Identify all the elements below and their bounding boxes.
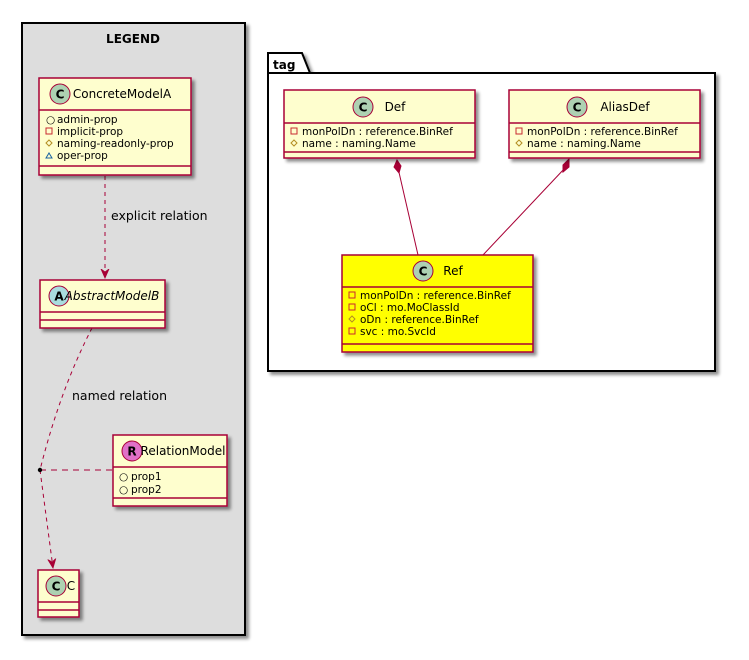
private-icon — [348, 291, 356, 299]
class-c-icon-letter: C — [52, 580, 61, 594]
attr-text: oper-prop — [57, 150, 108, 162]
class-c-content: C C — [38, 575, 79, 611]
protected-icon — [45, 139, 53, 147]
def-name: Def — [385, 100, 407, 114]
private-icon — [45, 127, 53, 135]
class-c-icon-letter: C — [56, 88, 65, 102]
named-relation: named relation — [37, 327, 167, 568]
private-icon — [348, 327, 356, 335]
private-icon — [290, 127, 298, 135]
attr-text: oDn : reference.BinRef — [360, 314, 479, 326]
named-relation-label: named relation — [72, 388, 167, 403]
relation-r-icon-letter: R — [127, 445, 136, 459]
attr-text: naming-readonly-prop — [57, 138, 174, 150]
concretemodela-name: ConcreteModelA — [73, 87, 172, 101]
package-private-icon — [45, 152, 53, 159]
abstract-a-icon — [48, 285, 70, 307]
protected-icon — [290, 139, 298, 147]
attr-text: svc : mo.SvcId — [360, 326, 436, 338]
private-icon — [515, 127, 523, 135]
attr-vis: ○ — [119, 484, 128, 496]
private-icon — [348, 303, 356, 311]
def-content: C Def monPolDn : reference.BinRef name :… — [284, 96, 475, 153]
class-ref[interactable] — [341, 254, 534, 353]
explicit-relation: explicit relation — [105, 176, 208, 278]
attr-text: monPolDn : reference.BinRef — [360, 290, 511, 302]
package-title: tag — [273, 58, 295, 72]
attr-vis: ○ — [46, 114, 55, 126]
class-c-icon-letter: C — [419, 265, 428, 279]
attr-text: monPolDn : reference.BinRef — [527, 126, 678, 138]
aliasdef-name: AliasDef — [600, 100, 650, 114]
aliasdef-ref-composition — [482, 157, 570, 256]
relation-r-icon — [121, 440, 143, 462]
attr-text: name : naming.Name — [527, 138, 641, 150]
explicit-relation-label: explicit relation — [111, 208, 208, 223]
legend-title: LEGEND — [106, 32, 160, 46]
abstractmodelb-content: A AbstractModelB — [40, 285, 165, 321]
ref-content: C Ref monPolDn : reference.BinRef oCl : … — [342, 260, 533, 345]
relationmodel-name: RelationModel — [141, 444, 226, 458]
attr-vis: ○ — [119, 471, 128, 483]
abstractmodelb-name: AbstractModelB — [64, 289, 160, 303]
class-c-icon — [412, 260, 434, 282]
class-c-icon-letter: C — [573, 101, 582, 115]
attr-text: monPolDn : reference.BinRef — [302, 126, 453, 138]
class-aliasdef[interactable] — [508, 89, 701, 159]
concretemodela-content: C ConcreteModelA ○ admin-prop implicit-p… — [39, 83, 191, 167]
class-c-icon — [45, 575, 67, 597]
class-def[interactable] — [283, 89, 476, 159]
protected-icon — [348, 315, 356, 323]
attr-text: admin-prop — [57, 114, 118, 126]
abstract-a-icon-letter: A — [54, 290, 64, 304]
attr-text: prop1 — [131, 471, 162, 483]
aliasdef-content: C AliasDef monPolDn : reference.BinRef n… — [509, 96, 700, 153]
relationmodel-content: R RelationModel ○ prop1 ○ prop2 — [113, 440, 227, 499]
class-c-icon — [352, 96, 374, 118]
concretemodela-attrs: ○ admin-prop implicit-prop naming-readon… — [45, 114, 174, 162]
class-c-icon — [566, 96, 588, 118]
attr-text: prop2 — [131, 484, 162, 496]
class-c-name: C — [67, 579, 75, 593]
attr-text: oCl : mo.MoClassId — [360, 302, 460, 314]
ref-name: Ref — [443, 264, 463, 278]
attr-text: name : naming.Name — [302, 138, 416, 150]
protected-icon — [515, 139, 523, 147]
def-ref-composition — [393, 158, 419, 256]
attr-text: implicit-prop — [57, 126, 123, 138]
class-c-icon-letter: C — [359, 101, 368, 115]
class-c-icon — [49, 83, 71, 105]
